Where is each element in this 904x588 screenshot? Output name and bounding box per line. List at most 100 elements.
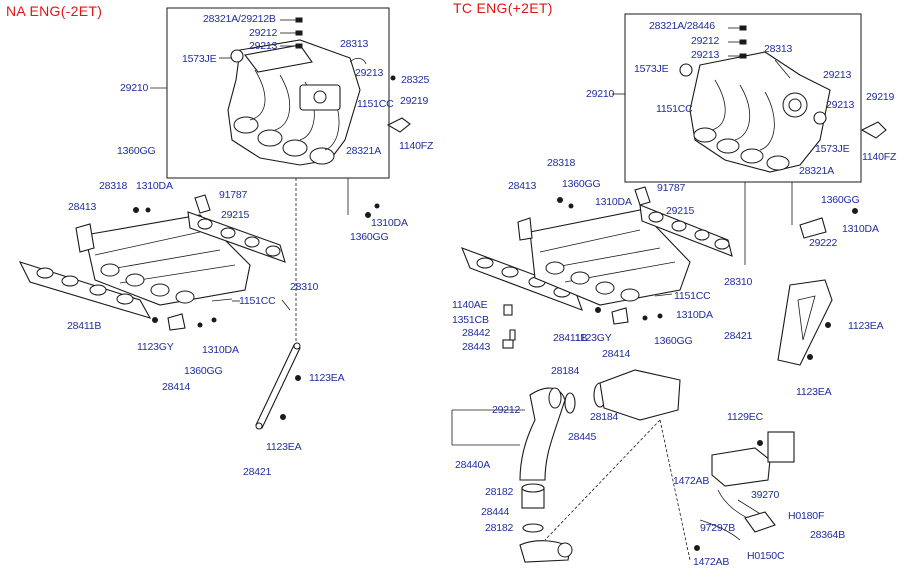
tc-label-28442: 28442	[462, 327, 491, 339]
tc-intake-frame	[624, 13, 862, 183]
tc-stay-28421	[777, 279, 833, 366]
na-label-91787: 91787	[219, 189, 248, 201]
na-exhaust-manifold-28310	[84, 214, 251, 306]
tc-label-28182: 28182	[485, 486, 514, 498]
na-intake-manifold	[227, 39, 361, 166]
na-stay-28421	[255, 344, 301, 429]
na-label-1310da: 1310DA	[136, 180, 173, 192]
na-label-29213: 29213	[249, 40, 278, 52]
tc-label-97297b: 97297B	[700, 522, 736, 534]
na-label-1123gy: 1123GY	[137, 341, 174, 353]
na-label-1360gg: 1360GG	[117, 145, 156, 157]
na-label-28413: 28413	[68, 201, 97, 213]
na-label-1151cc-b: 1151CC	[239, 295, 276, 307]
na-label-28414: 28414	[162, 381, 191, 393]
tc-label-1123ea-b: 1123EA	[796, 386, 832, 398]
tc-bracket-29222	[799, 217, 827, 239]
tc-label-1151cc: 1151CC	[656, 103, 693, 115]
na-bracket-28413	[75, 223, 95, 253]
na-clip-28313	[349, 58, 367, 65]
tc-label-1140ae: 1140AE	[452, 299, 488, 311]
tc-label-1123ea: 1123EA	[848, 320, 884, 332]
tc-rod-28313	[774, 59, 791, 79]
na-gasket-28411b	[18, 261, 152, 319]
tc-label-29219: 29219	[866, 91, 895, 103]
tc-bracket-29219	[860, 121, 887, 139]
tc-label-28310: 28310	[724, 276, 753, 288]
tc-label-h0150c: H0150C	[747, 550, 785, 562]
na-intake-frame	[166, 7, 390, 179]
na-label-28421: 28421	[243, 466, 272, 478]
tc-label-1573je-b: 1573JE	[815, 143, 850, 155]
tc-label-1472ab-b: 1472AB	[693, 556, 730, 568]
na-label-29219: 29219	[400, 95, 429, 107]
tc-label-28414: 28414	[602, 348, 631, 360]
tc-label-28321a: 28321A	[799, 165, 835, 177]
tc-label-39270: 39270	[751, 489, 780, 501]
na-cap-1573je	[230, 49, 244, 63]
na-label-28313: 28313	[340, 38, 369, 50]
na-label-28325: 28325	[401, 74, 430, 86]
na-bolt-28325	[390, 75, 396, 81]
na-label-1123ea: 1123EA	[309, 372, 345, 384]
tc-label-28444: 28444	[481, 506, 510, 518]
na-part-91787	[194, 194, 211, 214]
na-top-bolts	[280, 17, 303, 49]
na-label-29215: 29215	[221, 209, 250, 221]
na-part-28414	[167, 313, 186, 331]
tc-label-29213-b: 29213	[823, 69, 852, 81]
tc-label-1360gg: 1360GG	[562, 178, 601, 190]
na-label-1360gg-b: 1360GG	[350, 231, 389, 243]
tc-label-28443: 28443	[462, 341, 491, 353]
tc-top-bolts	[728, 25, 747, 59]
tc-cap-1573je	[679, 63, 693, 77]
tc-label-28184-b: 28184	[590, 411, 619, 423]
na-label-1310da-b: 1310DA	[371, 217, 408, 229]
na-label-1360gg-c: 1360GG	[184, 365, 223, 377]
na-label-28310: 28310	[290, 281, 319, 293]
tc-label-28318: 28318	[547, 157, 576, 169]
tc-label-29212: 29212	[691, 35, 720, 47]
tc-label-1310da-c: 1310DA	[676, 309, 713, 321]
na-label-1123ea-b: 1123EA	[266, 441, 302, 453]
tc-label-28411b: 28411B	[553, 332, 588, 344]
na-engine-heading: NA ENG(-2ET)	[6, 3, 103, 19]
tc-cap-1573je-b	[813, 111, 827, 125]
tc-engine-group	[451, 13, 887, 563]
tc-part-28414	[611, 307, 629, 325]
na-label-1573je: 1573JE	[182, 53, 217, 65]
tc-label-29222: 29222	[809, 237, 838, 249]
tc-label-1140fz: 1140FZ	[862, 151, 897, 163]
tc-label-1151cc-b: 1151CC	[674, 290, 711, 302]
na-label-1151cc: 1151CC	[357, 98, 394, 110]
na-bracket-29219	[386, 117, 411, 133]
tc-label-28184: 28184	[551, 365, 580, 377]
tc-label-h0180f: H0180F	[788, 510, 825, 522]
na-label-28411b: 28411B	[67, 320, 102, 332]
tc-part-91787	[634, 186, 651, 206]
tc-engine-heading: TC ENG(+2ET)	[453, 0, 553, 16]
tc-label-28313: 28313	[764, 43, 793, 55]
tc-turbo-pipe-assembly	[502, 304, 691, 563]
tc-label-1129ec: 1129EC	[727, 411, 763, 423]
na-label-29210: 29210	[120, 82, 149, 94]
tc-solenoid-39270	[694, 431, 795, 551]
tc-label-28421: 28421	[724, 330, 753, 342]
tc-gasket-29215	[639, 204, 733, 257]
tc-label-28413: 28413	[508, 180, 537, 192]
tc-label-28440a: 28440A	[455, 459, 491, 471]
tc-label-1123gy: 1123GY	[575, 332, 612, 344]
tc-label-29213-c: 29213	[826, 99, 855, 111]
tc-label-1573je: 1573JE	[634, 63, 669, 75]
na-gasket-29215	[187, 211, 286, 263]
tc-label-29210: 29210	[586, 88, 615, 100]
tc-label-29212-b: 29212	[492, 404, 521, 416]
tc-label-1351cb: 1351CB	[452, 314, 489, 326]
tc-label-29215: 29215	[666, 205, 695, 217]
tc-label-28182-b: 28182	[485, 522, 514, 534]
tc-label-1360gg-c: 1360GG	[654, 335, 693, 347]
na-label-1310da-c: 1310DA	[202, 344, 239, 356]
tc-label-1472ab: 1472AB	[673, 475, 710, 487]
tc-label-28364b: 28364B	[810, 529, 846, 541]
